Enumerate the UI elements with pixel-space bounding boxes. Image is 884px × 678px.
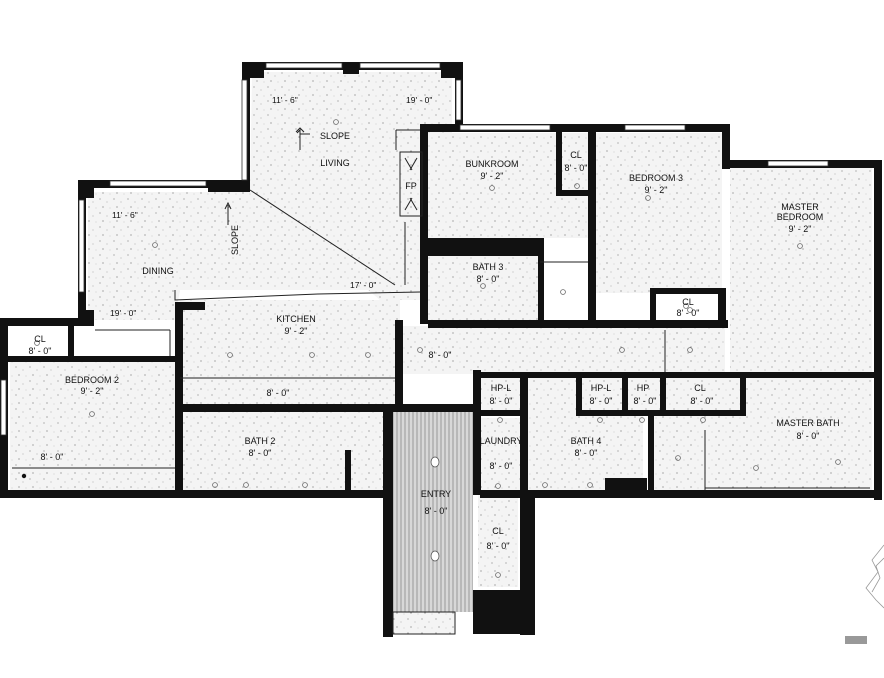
label-hpl2-height: 8' - 0" (590, 396, 613, 406)
label-hpl2: HP-L (591, 383, 612, 393)
dimension-labels: 11' - 6" 19' - 0" 17' - 0" 11' - 6" 19' … (110, 95, 432, 318)
dim-dining-a: 11' - 6" (112, 210, 138, 220)
label-hall-height: 8' - 0" (429, 350, 452, 360)
label-cl-bed2-height: 8' - 0" (29, 346, 52, 356)
label-kitchen-height: 9' - 2" (285, 326, 308, 336)
label-slope-living: SLOPE (320, 131, 350, 141)
label-bedroom3-height: 9' - 2" (645, 185, 668, 195)
label-bunkroom: BUNKROOM (465, 159, 518, 169)
kitchen-floor (180, 300, 400, 405)
bedroom2-marker (21, 473, 27, 479)
label-cl-mb-height: 8' - 0" (691, 396, 714, 406)
dining-floor (88, 190, 390, 320)
label-bath2: BATH 2 (245, 436, 276, 446)
label-cl-bed2: CL (34, 334, 46, 344)
label-cl-b3-height: 8' - 0" (677, 308, 700, 318)
label-fp: FP (405, 181, 417, 191)
label-cl-entry: CL (492, 526, 504, 536)
cl-entry-floor (478, 495, 518, 587)
dim-living-b: 19' - 0" (406, 95, 432, 105)
label-slope-dining: SLOPE (230, 225, 240, 255)
label-master-bedroom-height: 9' - 2" (789, 224, 812, 234)
label-bunkroom-height: 9' - 2" (481, 171, 504, 181)
label-cl-bunk: CL (570, 150, 582, 160)
label-bath4-height: 8' - 0" (575, 448, 598, 458)
bunkroom-floor (428, 133, 588, 238)
label-bedroom2-height: 9' - 2" (81, 386, 104, 396)
bath2-floor (180, 412, 385, 492)
label-bath3-height: 8' - 0" (477, 274, 500, 284)
label-master-bath: MASTER BATH (776, 418, 839, 428)
label-master-bedroom-2: BEDROOM (777, 212, 824, 222)
label-kitchen-height2: 8' - 0" (267, 388, 290, 398)
label-bath2-height: 8' - 0" (249, 448, 272, 458)
label-laundry-height: 8' - 0" (490, 461, 513, 471)
label-cl-entry-height: 8' - 0" (487, 541, 510, 551)
label-bedroom2-height2: 8' - 0" (41, 452, 64, 462)
windows (0, 62, 829, 436)
label-cl-mb: CL (694, 383, 706, 393)
label-hpl1: HP-L (491, 383, 512, 393)
label-cl-bunk-height: 8' - 0" (565, 163, 588, 173)
label-hp-height: 8' - 0" (634, 396, 657, 406)
entry-details (392, 456, 456, 635)
bedroom3-floor (596, 133, 722, 293)
label-master-bath-height: 8' - 0" (797, 431, 820, 441)
compass-fragment (865, 544, 884, 609)
label-cl-b3: CL (682, 297, 694, 307)
bath3-floor (428, 255, 538, 323)
master-bedroom-floor (730, 167, 872, 372)
label-dining: DINING (142, 266, 174, 276)
label-master-bedroom-1: MASTER (781, 202, 819, 212)
dim-living-a: 11' - 6" (272, 95, 298, 105)
hall-floor (400, 326, 725, 374)
label-hpl1-height: 8' - 0" (490, 396, 513, 406)
label-bedroom3: BEDROOM 3 (629, 173, 683, 183)
scale-bar (845, 636, 867, 644)
label-living: LIVING (320, 158, 350, 168)
label-bedroom2: BEDROOM 2 (65, 375, 119, 385)
label-laundry: LAUNDRY (480, 436, 523, 446)
dim-living-c: 17' - 0" (350, 280, 376, 290)
entry-floor (393, 412, 473, 612)
laundry-floor (478, 418, 522, 490)
ceiling-lights (34, 119, 841, 578)
label-entry: ENTRY (421, 489, 451, 499)
label-bath3: BATH 3 (473, 262, 504, 272)
room-labels: SLOPE LIVING FP SLOPE DINING KITCHEN 9' … (29, 131, 840, 551)
detail-lines (12, 127, 870, 490)
dim-dining-b: 19' - 0" (110, 308, 136, 318)
label-entry-height: 8' - 0" (425, 506, 448, 516)
label-bath4: BATH 4 (571, 436, 602, 446)
label-kitchen: KITCHEN (276, 314, 316, 324)
label-hp: HP (637, 383, 650, 393)
floor-areas (10, 72, 872, 612)
